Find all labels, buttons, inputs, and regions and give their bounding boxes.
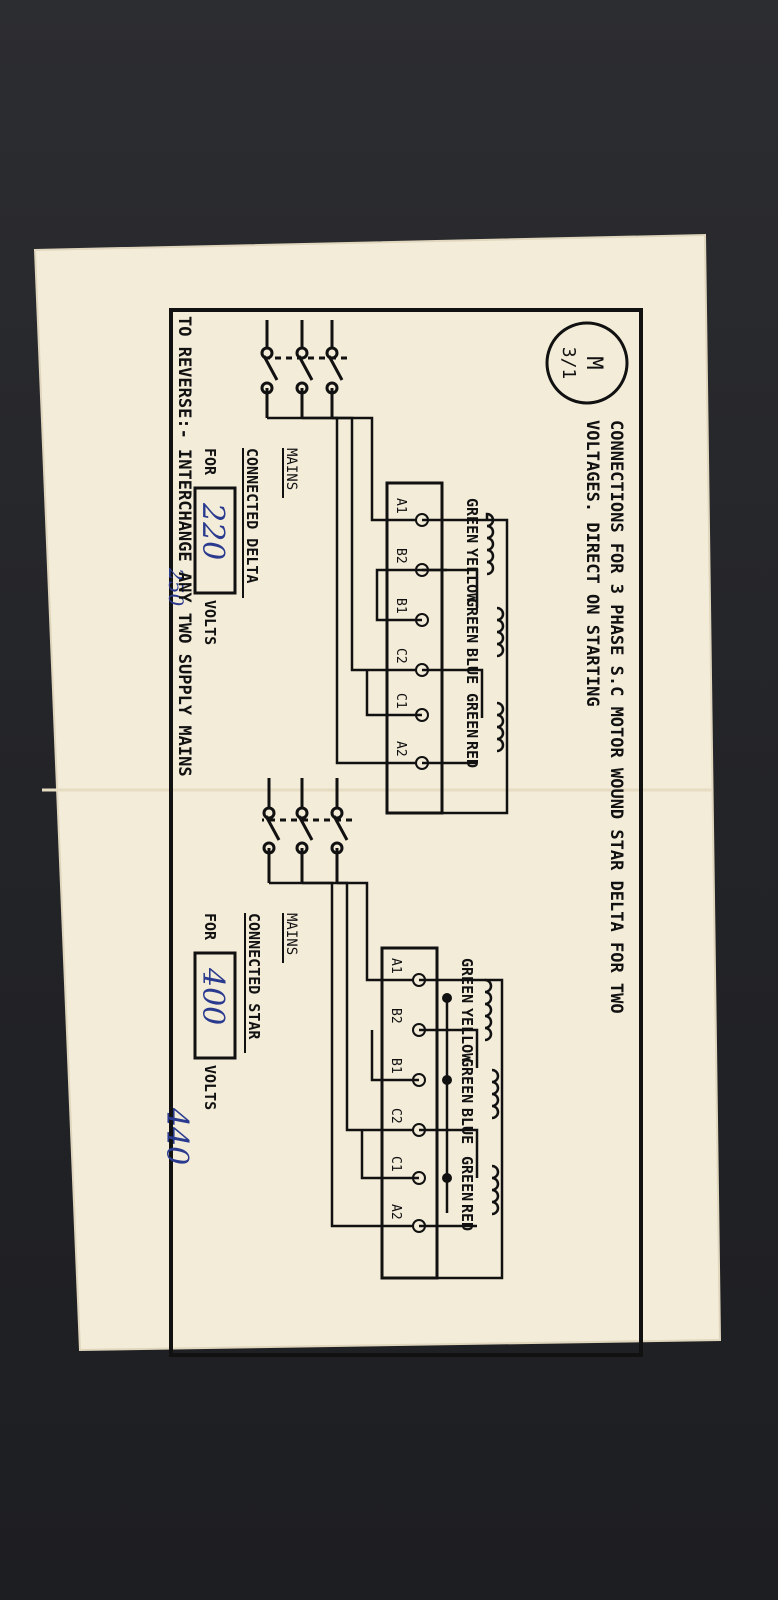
star-voltage-box	[193, 951, 237, 1060]
badge-bottom: 3/1	[558, 347, 579, 380]
star-volts-label: VOLTS	[201, 1065, 219, 1110]
delta-volts-label: VOLTS	[201, 600, 219, 645]
document-badge: M 3/1	[545, 321, 629, 405]
star-coil-yellow: YELLOW	[458, 1008, 476, 1063]
star-caption: CONNECTED STAR	[245, 913, 263, 1040]
delta-coil-red: RED	[463, 741, 481, 768]
delta-terminal-a1: A1	[393, 498, 408, 514]
outer-border	[169, 308, 643, 1357]
delta-coil-green-3: GREEN	[463, 693, 481, 738]
delta-coil-windings	[267, 416, 509, 815]
star-terminal-a2: A2	[388, 1204, 403, 1220]
delta-caption: CONNECTED DELTA	[243, 448, 261, 583]
star-terminal-c1: C1	[388, 1156, 403, 1172]
badge-top: M	[581, 356, 606, 369]
star-terminal-b2: B2	[388, 1008, 403, 1024]
star-coil-red: RED	[458, 1204, 476, 1231]
delta-voltage-box	[193, 486, 237, 595]
star-diagram: MAINS CONNECTED STAR FOR 400 VOLTS 440 A…	[159, 778, 504, 1280]
star-terminal-a1: A1	[388, 958, 403, 974]
star-coil-blue: BLUE	[458, 1108, 476, 1144]
delta-terminal-b2: B2	[393, 548, 408, 564]
footer-reverse-note: TO REVERSE:- INTERCHANGE ANY TWO SUPPLY …	[174, 316, 194, 777]
delta-mains-label: MAINS	[283, 448, 299, 490]
delta-terminal-c2: C2	[393, 648, 408, 664]
title-line-2: VOLTAGES. DIRECT ON STARTING	[582, 420, 602, 707]
delta-for-label: FOR	[201, 448, 219, 476]
star-terminals	[412, 973, 426, 1233]
delta-terminal-a2: A2	[393, 741, 408, 757]
delta-diagram: MAINS CONNECTED DELTA FOR 220 VOLTS 250 …	[164, 320, 509, 815]
delta-switches	[260, 320, 347, 418]
delta-terminal-c1: C1	[393, 693, 408, 709]
star-coil-windings	[269, 881, 504, 1280]
wiring-diagram: M 3/1 CONNECTIONS FOR 3 PHASE S.C MOTOR …	[159, 308, 643, 1357]
star-coil-green-3: GREEN	[458, 1156, 476, 1201]
delta-terminals	[415, 513, 429, 770]
star-terminal-block	[380, 946, 439, 1280]
delta-coil-yellow: YELLOW	[463, 548, 481, 603]
star-terminal-c2: C2	[388, 1108, 403, 1124]
delta-coil-green-2: GREEN	[463, 598, 481, 643]
star-junctions	[442, 993, 452, 1183]
delta-handwritten-note: 250	[164, 567, 188, 606]
delta-voltage-value: 220	[195, 502, 230, 560]
star-terminal-b1: B1	[388, 1058, 403, 1074]
star-coil-green-2: GREEN	[458, 1058, 476, 1103]
delta-terminal-block	[385, 481, 444, 815]
star-switches	[262, 778, 352, 883]
rotated-document: M 3/1 CONNECTIONS FOR 3 PHASE S.C MOTOR …	[157, 308, 647, 1358]
delta-coil-blue: BLUE	[463, 648, 481, 684]
star-handwritten-note: 440	[159, 1107, 194, 1165]
star-mains-label: MAINS	[283, 913, 299, 955]
delta-terminal-b1: B1	[393, 598, 408, 614]
badge-circle	[545, 321, 629, 405]
star-for-label: FOR	[201, 913, 219, 941]
star-voltage-value: 400	[195, 967, 230, 1025]
title-line-1: CONNECTIONS FOR 3 PHASE S.C MOTOR WOUND …	[606, 420, 626, 1014]
